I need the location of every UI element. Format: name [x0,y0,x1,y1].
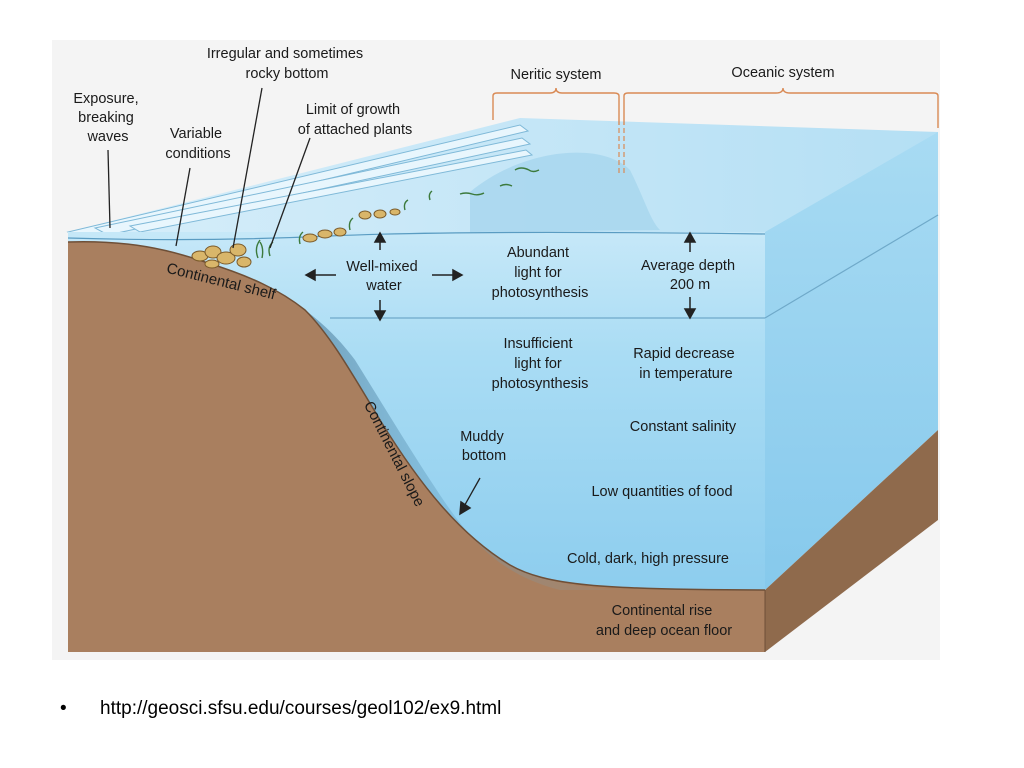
label-exposure: Exposure, breaking waves [73,91,142,145]
label-neritic-system: Neritic system [510,67,601,83]
rocky-bottom [191,208,401,269]
label-muddy-bottom: Muddy bottom [460,429,508,464]
label-constant-salinity: Constant salinity [630,419,737,435]
label-insufficient-light: Insufficient light for photosynthesis [492,336,589,392]
label-irregular-bottom: Irregular and sometimes rocky bottom [207,46,367,82]
source-citation: • http://geosci.sfsu.edu/courses/geol102/… [60,698,501,720]
label-variable-conditions: Variable conditions [165,126,230,162]
seafloor-side [765,430,938,652]
double-arrows [304,231,697,516]
ocean-side-face [765,132,938,590]
source-url[interactable]: http://geosci.sfsu.edu/courses/geol102/e… [100,698,502,719]
label-well-mixed-water: Well-mixed water [346,259,421,294]
neritic-bracket [492,87,620,125]
label-oceanic-system: Oceanic system [731,65,834,81]
bullet-marker: • [60,698,67,719]
label-cold-dark: Cold, dark, high pressure [567,551,729,567]
oceanic-bracket [623,87,939,128]
seafloor-cross-section [68,241,765,652]
label-continental-rise: Continental rise and deep ocean floor [596,603,732,639]
label-limit-growth: Limit of growth of attached plants [298,102,412,138]
label-rapid-decrease: Rapid decrease in temperature [633,346,739,382]
pointer-lines [107,87,481,511]
shelf-break-mound [470,152,660,232]
label-abundant-light: Abundant light for photosynthesis [492,245,589,301]
label-average-depth: Average depth 200 m [641,258,739,293]
label-low-food: Low quantities of food [591,484,732,500]
